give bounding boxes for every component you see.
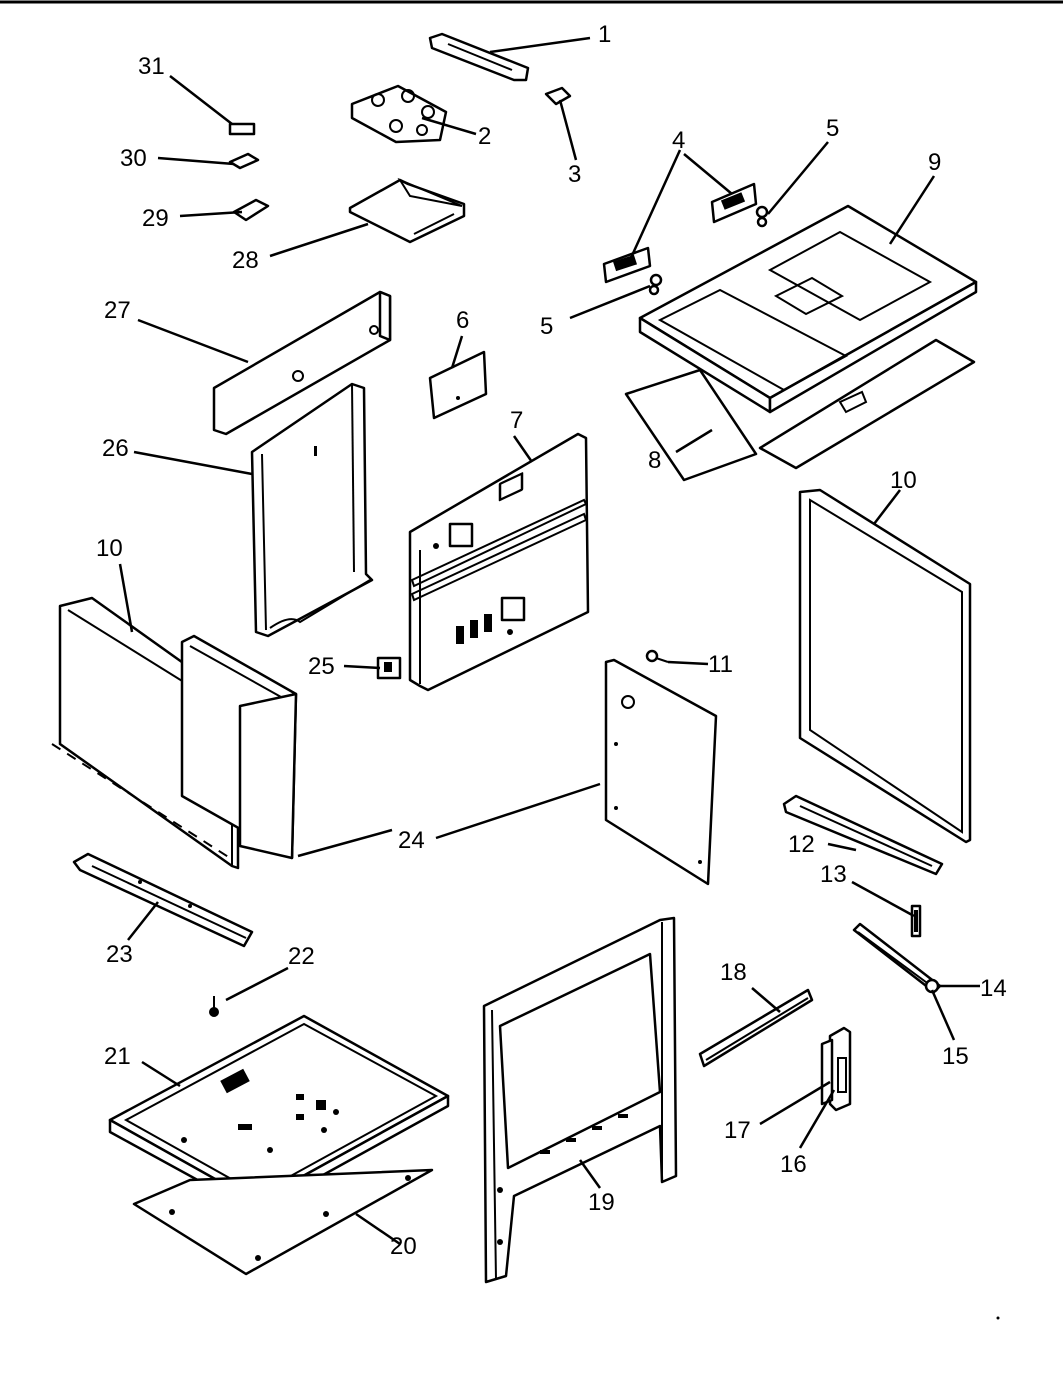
- part-2-switch-assembly: [350, 84, 448, 144]
- part-22-screw: [209, 996, 219, 1017]
- callout-27: 27: [104, 297, 131, 324]
- callout-17: 17: [724, 1117, 751, 1144]
- callout-19: 19: [588, 1189, 615, 1216]
- callout-23: 23: [106, 941, 133, 968]
- part-6-label: [428, 350, 488, 420]
- part-31-small-bracket: [228, 122, 256, 136]
- part-25-bracket: [376, 656, 402, 680]
- callout-5-mid: 5: [540, 313, 553, 340]
- callout-16: 16: [780, 1151, 807, 1178]
- callout-labels: 1 2 3 4 5 5 6 7 8 9 10 10 11 12 13 14 15…: [96, 21, 1007, 1260]
- leader-lines: [118, 36, 980, 1246]
- part-18-strip: [698, 988, 814, 1068]
- part-23-rail: [72, 852, 254, 948]
- callout-20: 20: [390, 1233, 417, 1260]
- part-7-back-panel: [408, 432, 590, 692]
- callout-24: 24: [398, 827, 425, 854]
- callout-21: 21: [104, 1043, 131, 1070]
- callout-1: 1: [598, 21, 611, 48]
- callout-7: 7: [510, 407, 523, 434]
- part-12-rail: [782, 794, 944, 876]
- part-4-bracket-left: [602, 246, 652, 284]
- part-9-cooktop: [638, 204, 978, 414]
- callout-12: 12: [788, 831, 815, 858]
- callout-11: 11: [708, 651, 733, 678]
- part-11-screw: [645, 649, 669, 663]
- part-4-bracket-right: [710, 182, 758, 224]
- part-27-upper-rail: [212, 290, 392, 436]
- part-26-rear-panel: [250, 382, 374, 638]
- callout-22: 22: [288, 943, 315, 970]
- part-1-top-bracket: [428, 32, 530, 82]
- callout-9: 9: [928, 149, 941, 176]
- part-30-tab: [228, 152, 260, 170]
- callout-26: 26: [102, 435, 129, 462]
- callout-3: 3: [568, 161, 581, 188]
- part-13-clip: [910, 904, 922, 938]
- callout-15: 15: [942, 1043, 969, 1070]
- callout-29: 29: [142, 205, 169, 232]
- callout-25: 25: [308, 653, 335, 680]
- callout-14: 14: [980, 975, 1007, 1002]
- part-8-panel: [624, 338, 976, 482]
- callout-31: 31: [138, 53, 165, 80]
- part-19-front-frame: [482, 916, 678, 1284]
- part-5-screw-top: [755, 205, 769, 228]
- part-24-side-trim-left: [180, 634, 298, 860]
- callout-2: 2: [478, 123, 491, 150]
- callout-8: 8: [648, 447, 661, 474]
- part-3-clip: [544, 86, 572, 106]
- callout-30: 30: [120, 145, 147, 172]
- callout-18: 18: [720, 959, 747, 986]
- callout-6: 6: [456, 307, 469, 334]
- callout-10-left: 10: [96, 535, 123, 562]
- part-10-side-panel-right: [798, 488, 972, 844]
- part-24-center-panel: [604, 658, 718, 886]
- callout-5-top: 5: [826, 115, 839, 142]
- part-20-bottom-plate: [132, 1168, 434, 1276]
- part-28-heat-shield: [348, 177, 466, 244]
- callout-10-right: 10: [890, 467, 917, 494]
- callout-13: 13: [820, 861, 847, 888]
- callout-28: 28: [232, 247, 259, 274]
- part-29-clip: [232, 198, 270, 222]
- callout-4: 4: [672, 127, 685, 154]
- part-16-hinge: [820, 1026, 852, 1112]
- part-5-screw-mid: [648, 273, 663, 296]
